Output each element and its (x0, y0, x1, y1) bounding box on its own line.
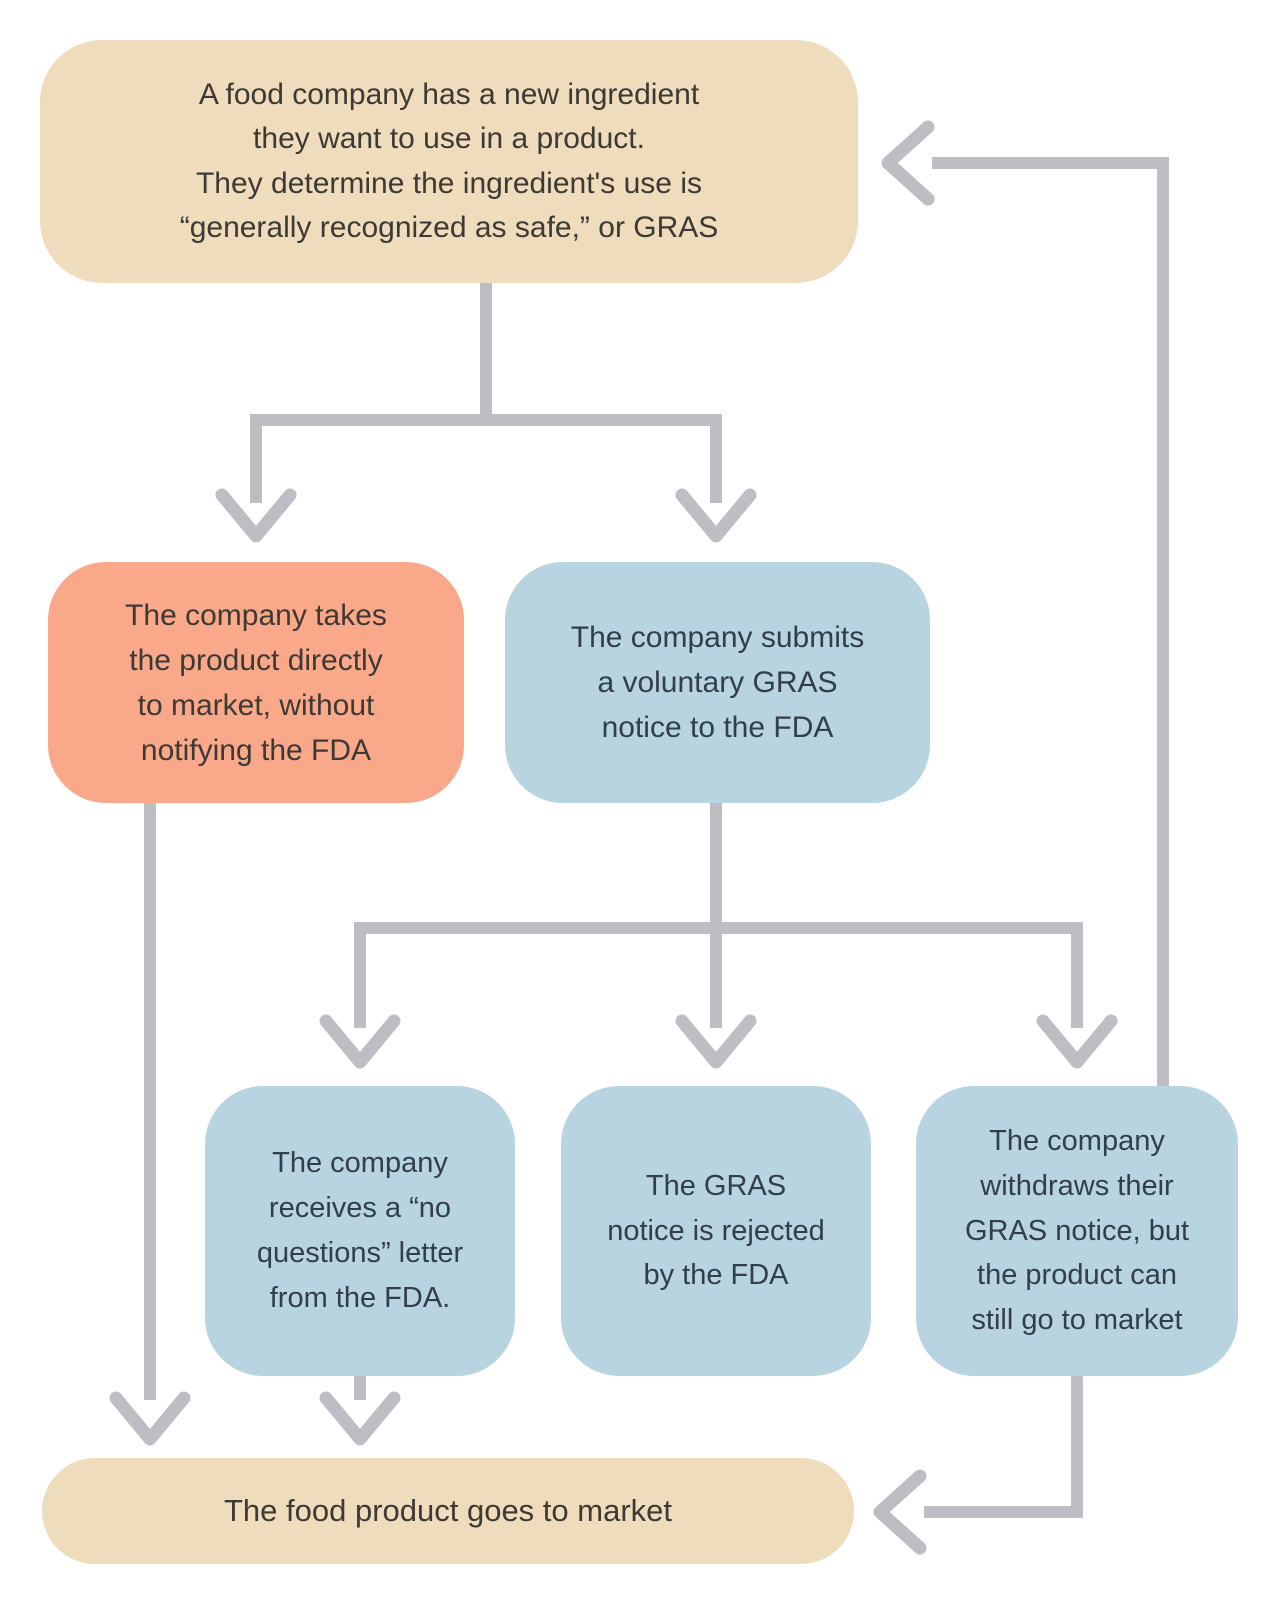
node-withdrawn-label: The company withdraws their GRAS notice,… (964, 1124, 1190, 1337)
arrowhead-split1-right (675, 488, 757, 543)
arrowhead-split2-middle (675, 1014, 757, 1069)
node-start: A food company has a new ingredient they… (40, 40, 858, 283)
arrowhead-feedback-to-start (881, 120, 935, 206)
arrowhead-split1-left (215, 488, 297, 543)
connector-group (109, 120, 1169, 1555)
arrowhead-noquestions-to-market (319, 1391, 401, 1446)
arrowhead-withdrawn-to-market (873, 1469, 927, 1555)
node-no-questions-label: The company receives a “no questions” le… (256, 1147, 464, 1314)
arrowhead-direct-to-market (109, 1391, 191, 1446)
node-submit-notice: The company submits a voluntary GRAS not… (505, 562, 930, 803)
node-direct-to-market: The company takes the product directly t… (48, 562, 464, 803)
arrowhead-split2-right (1036, 1014, 1118, 1069)
node-market: The food product goes to market (42, 1458, 854, 1564)
node-market-label: The food product goes to market (223, 1492, 673, 1528)
node-rejected-label: The GRAS notice is rejected by the FDA (607, 1169, 825, 1292)
node-withdrawn: The company withdraws their GRAS notice,… (916, 1086, 1238, 1376)
path-withdrawn-to-market (924, 1376, 1083, 1518)
arrowhead-split2-left (319, 1014, 401, 1069)
node-rejected: The GRAS notice is rejected by the FDA (561, 1086, 871, 1376)
node-submit-notice-label: The company submits a voluntary GRAS not… (570, 621, 865, 744)
node-direct-to-market-label: The company takes the product directly t… (125, 598, 387, 767)
path-withdrawn-feedback (932, 157, 1169, 1086)
node-start-label: A food company has a new ingredient they… (179, 77, 719, 244)
node-no-questions: The company receives a “no questions” le… (205, 1086, 515, 1376)
